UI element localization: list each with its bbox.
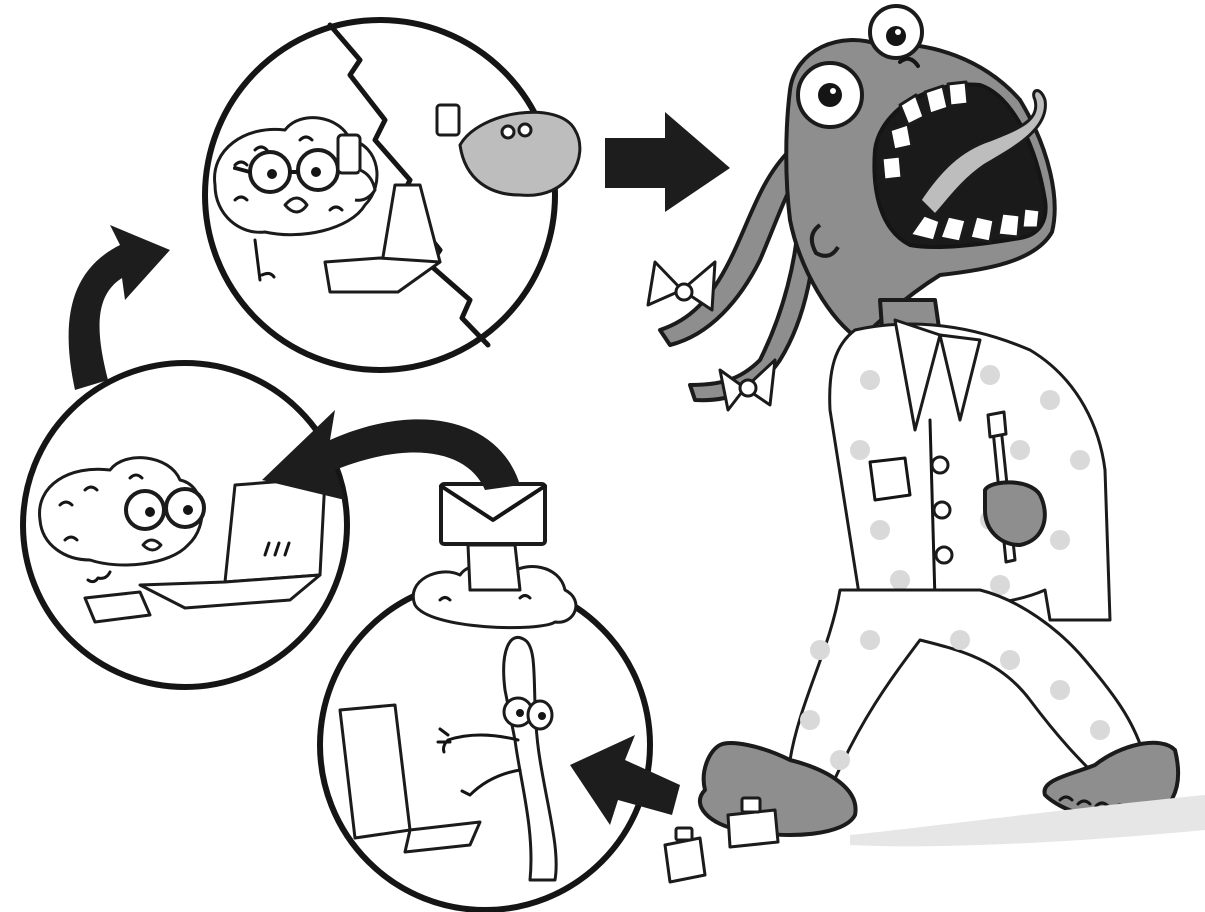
button-icon xyxy=(936,547,952,563)
pajama-top xyxy=(830,320,1110,620)
envelope-icon xyxy=(441,484,545,544)
panel-brain-at-laptop xyxy=(23,363,347,687)
panel-figure-at-laptop xyxy=(320,484,650,910)
toy-block-icon xyxy=(665,828,705,882)
zombie-in-pajamas xyxy=(648,6,1205,846)
zombie-eye-icon xyxy=(870,6,922,58)
button-icon xyxy=(934,502,950,518)
phone-icon xyxy=(338,135,360,173)
laptop-left-icon xyxy=(225,478,325,582)
tablet-icon xyxy=(85,592,150,622)
panel-brain-with-phone xyxy=(205,20,580,370)
hair-bow-icon xyxy=(648,262,715,310)
hair-bow-icon xyxy=(720,360,775,410)
arrow-right-to-zombie xyxy=(605,112,730,212)
zombie-eye-icon xyxy=(798,63,862,127)
button-icon xyxy=(932,457,948,473)
zombie-hand xyxy=(985,482,1045,545)
